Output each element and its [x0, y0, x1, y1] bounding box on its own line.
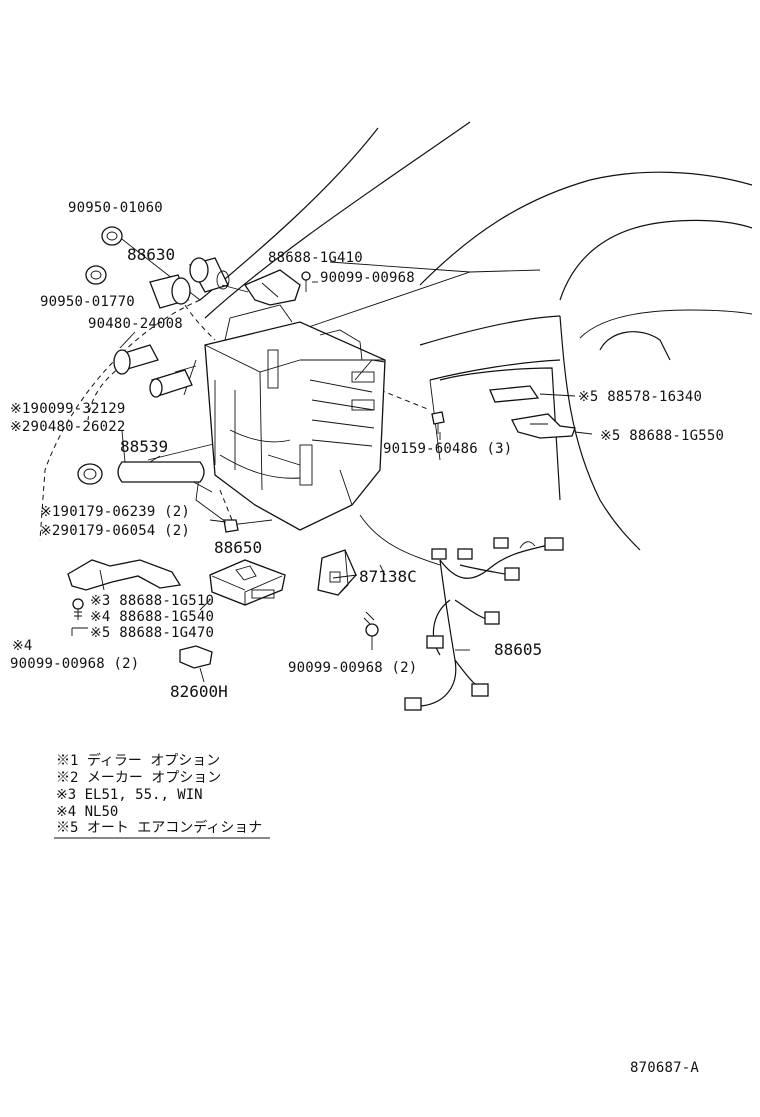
label-88688-1g470: ※5 88688-1G470 [90, 625, 214, 641]
grommet-90950-01770 [85, 265, 107, 285]
label-88630: 88630 [127, 245, 175, 264]
module-88650 [209, 559, 286, 606]
label-90950-01060: 90950-01060 [68, 200, 163, 216]
hose-90480-24008 [113, 344, 197, 398]
label-87138c: 87138C [359, 567, 417, 586]
label-88605: 88605 [494, 640, 542, 659]
label-88650: 88650 [214, 538, 262, 557]
label-90179-06054: ※290179-06054 (2) [40, 523, 190, 539]
part-labels: 90950-01060 88630 90950-01770 90480-2400… [10, 200, 724, 701]
label-90159-60486: 90159-60486 (3) [383, 441, 512, 457]
label-90099-32129: ※190099-32129 [10, 401, 125, 417]
bracket-88578-16340 [489, 385, 540, 403]
screw-90099-00968-bottom [363, 611, 379, 650]
fuse-82600h [179, 645, 213, 683]
label-note-4: ※4 [12, 638, 33, 654]
note-3: ※3 EL51, 55., WIN [56, 787, 203, 803]
label-88688-1g540: ※4 88688-1G540 [90, 609, 214, 625]
bracket-88688-1g410 [244, 269, 311, 306]
label-88688-1g510: ※3 88688-1G510 [90, 593, 214, 609]
clip-90179 [223, 519, 239, 533]
label-88539: 88539 [120, 437, 168, 456]
hose-88539 [117, 461, 205, 483]
label-90099-00968-left: 90099-00968 (2) [10, 656, 139, 672]
wire-harness-88605 [404, 537, 564, 711]
grommet-90950-01060 [101, 226, 123, 246]
bracket-88688-1g510 [67, 559, 182, 591]
label-90950-01770: 90950-01770 [40, 294, 135, 310]
note-4: ※4 NL50 [56, 804, 118, 820]
label-90099-00968-top: 90099-00968 [320, 270, 415, 286]
heater-unit [189, 304, 386, 531]
note-2: ※2 メーカー オプション [56, 770, 221, 786]
dashboard-outline [199, 121, 753, 551]
label-90480-26022: ※290480-26022 [10, 419, 125, 435]
screw-90099-00968-left [71, 598, 88, 636]
label-88688-1g550: ※5 88688-1G550 [600, 428, 724, 444]
label-90480-24008: 90480-24008 [88, 316, 183, 332]
screw-90159-60486 [431, 411, 445, 434]
notes-legend: ※1 ディラー オプション ※2 メーカー オプション ※3 EL51, 55.… [54, 752, 270, 839]
label-leaders [82, 281, 593, 651]
label-90179-06239: ※190179-06239 (2) [40, 504, 190, 520]
grommet-90480-26022 [77, 463, 103, 485]
note-5: ※5 オート エアコンディショナ [56, 819, 262, 836]
note-1: ※1 ディラー オプション [56, 752, 220, 769]
label-88578-16340: ※5 88578-16340 [578, 389, 702, 405]
label-90099-00968-bottom: 90099-00968 (2) [288, 660, 417, 676]
label-82600h: 82600H [170, 682, 228, 701]
label-88688-1g410: 88688-1G410 [268, 250, 363, 266]
sensor-87138c [317, 549, 357, 596]
bracket-88688-1g550 [511, 413, 576, 439]
figure-id: 870687-A [630, 1060, 699, 1076]
sensor-88630 [149, 257, 230, 309]
